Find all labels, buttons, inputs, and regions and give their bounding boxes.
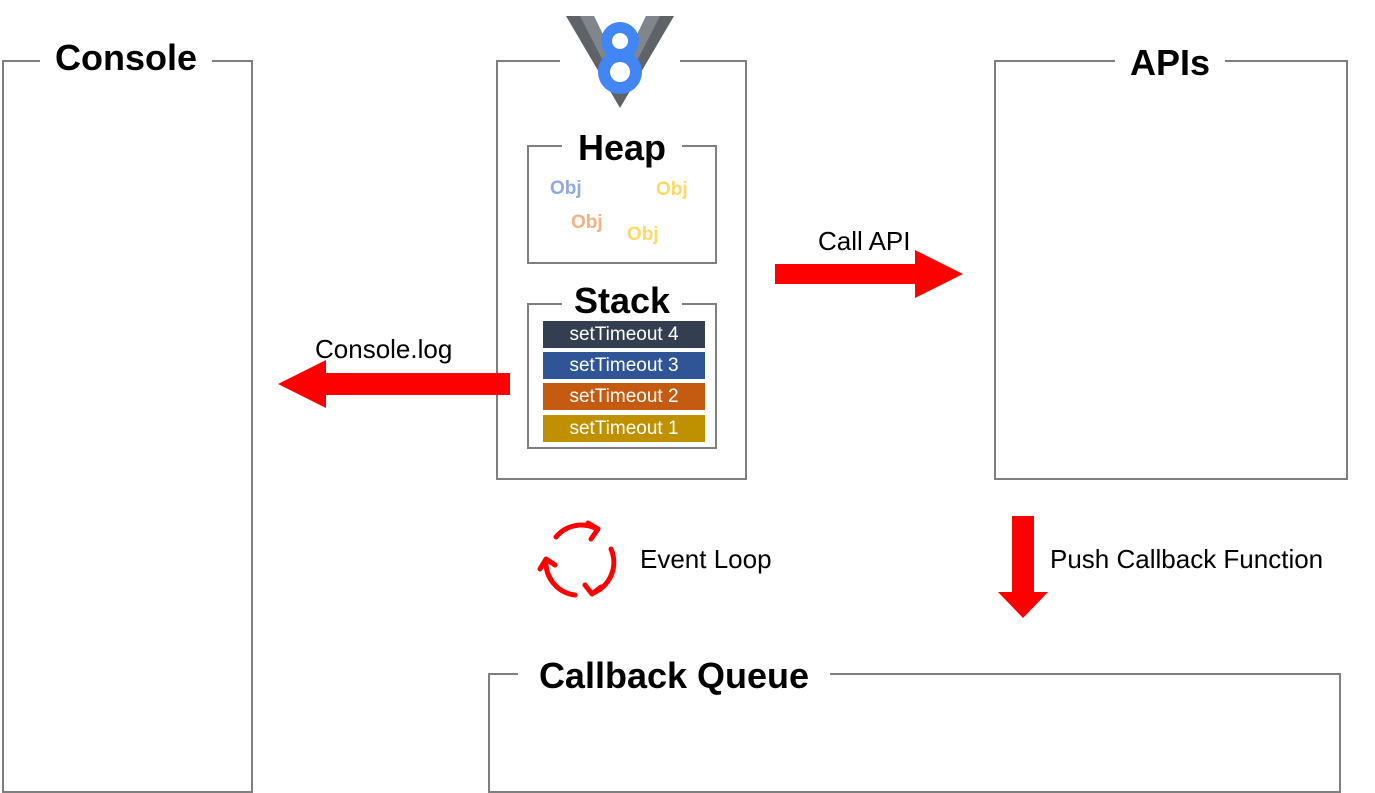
callback-queue-panel [488,673,1341,793]
stack-frame: setTimeout 2 [543,383,705,410]
stack-frame: setTimeout 1 [543,415,705,442]
heap-object: Obj [571,212,603,233]
heap-title: Heap [562,130,682,166]
stack-title: Stack [562,283,682,319]
event-loop-label: Event Loop [640,544,772,574]
apis-title: APIs [1115,45,1225,81]
console-panel [2,60,253,793]
call-api-label: Call API [818,226,911,256]
event-loop-icon [537,520,617,598]
apis-panel [994,60,1348,480]
callback-queue-title: Callback Queue [518,658,830,694]
console-title: Console [40,40,212,76]
push-callback-arrow [998,516,1048,618]
heap-object: Obj [627,224,659,245]
call-api-arrow [775,250,963,298]
console-log-label: Console.log [315,334,453,364]
push-callback-label: Push Callback Function [1050,544,1324,574]
heap-object: Obj [550,178,582,199]
console-log-arrow [278,360,510,408]
heap-object: Obj [656,179,688,200]
v8-logo-icon [560,8,680,113]
stack-frame: setTimeout 4 [543,321,705,348]
stack-frame: setTimeout 3 [543,352,705,379]
